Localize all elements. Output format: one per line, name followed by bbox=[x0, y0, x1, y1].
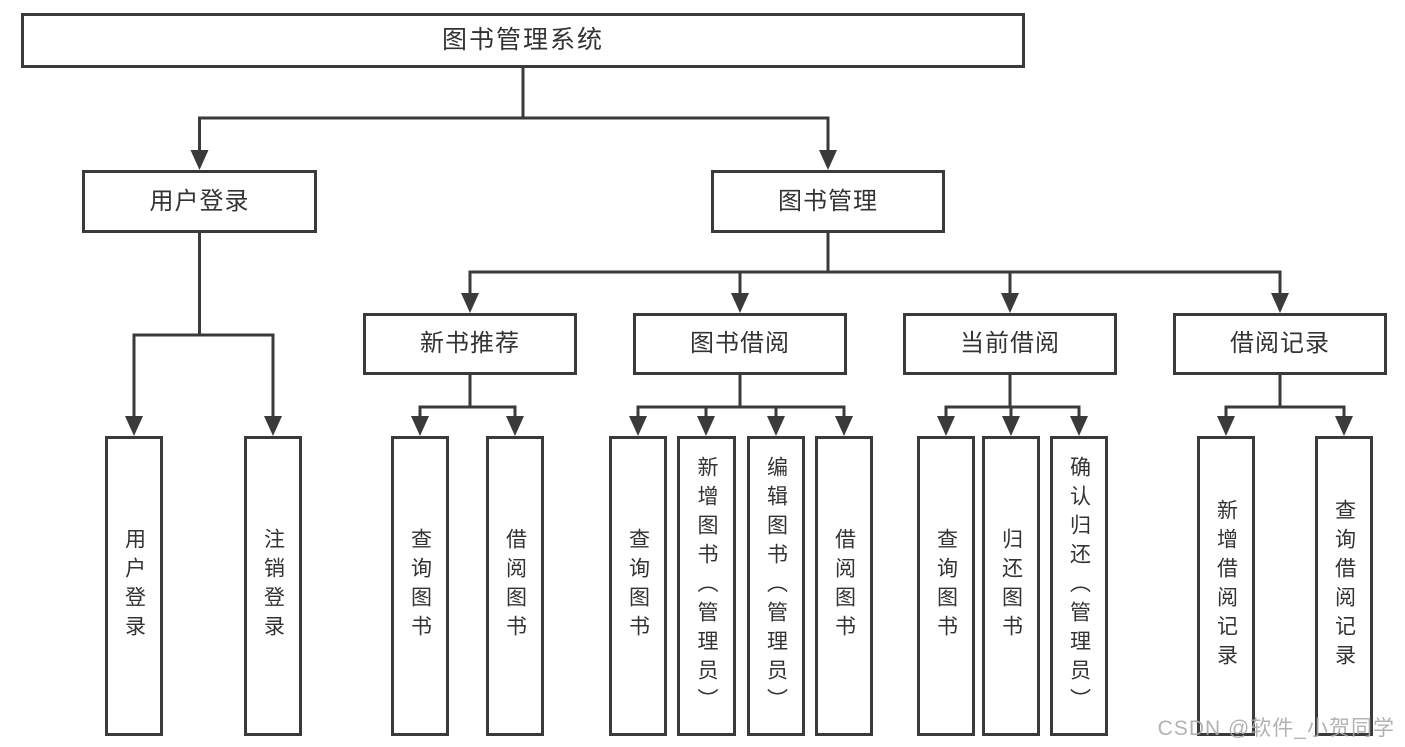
node-root: 图书管理系统 bbox=[21, 13, 1025, 68]
node-book-management: 图书管理 bbox=[711, 170, 945, 233]
leaf-edit-books-admin-label: 编辑图书（管理员） bbox=[764, 455, 788, 717]
leaf-edit-books-admin: 编辑图书（管理员） bbox=[747, 436, 805, 736]
connector-current-borrow-to-leaves bbox=[937, 375, 1088, 436]
leaf-logout: 注销登录 bbox=[244, 436, 302, 736]
leaf-return-books-label: 归还图书 bbox=[999, 528, 1023, 644]
node-current-borrow-label: 当前借阅 bbox=[960, 330, 1060, 357]
leaf-recommend-query-books: 查询图书 bbox=[391, 436, 449, 736]
leaf-query-borrow-record: 查询借阅记录 bbox=[1315, 436, 1373, 736]
leaf-add-borrow-record-label: 新增借阅记录 bbox=[1214, 499, 1238, 673]
leaf-query-borrow-record-label: 查询借阅记录 bbox=[1332, 499, 1356, 673]
node-user-login: 用户登录 bbox=[82, 170, 317, 233]
leaf-current-query-books: 查询图书 bbox=[917, 436, 975, 736]
connector-book-management-to-level3 bbox=[461, 233, 1289, 313]
leaf-recommend-query-books-label: 查询图书 bbox=[408, 528, 432, 644]
leaf-borrow-books: 借阅图书 bbox=[815, 436, 873, 736]
leaf-recommend-borrow-books-label: 借阅图书 bbox=[503, 528, 527, 644]
node-user-login-label: 用户登录 bbox=[149, 187, 250, 215]
connector-book-borrow-to-leaves bbox=[629, 375, 853, 436]
connector-borrow-records-to-leaves bbox=[1217, 375, 1353, 436]
node-book-borrow-label: 图书借阅 bbox=[690, 330, 790, 357]
leaf-user-login: 用户登录 bbox=[105, 436, 163, 736]
leaf-add-borrow-record: 新增借阅记录 bbox=[1197, 436, 1255, 736]
leaf-confirm-return-admin-label: 确认归还（管理员） bbox=[1067, 455, 1091, 717]
node-borrow-records: 借阅记录 bbox=[1173, 313, 1387, 375]
leaf-add-books-admin-label: 新增图书（管理员） bbox=[695, 455, 719, 717]
node-new-book-recommend-label: 新书推荐 bbox=[420, 330, 520, 357]
leaf-recommend-borrow-books: 借阅图书 bbox=[486, 436, 544, 736]
leaf-borrow-query-books-label: 查询图书 bbox=[626, 528, 650, 644]
connector-new-book-to-leaves bbox=[411, 375, 524, 436]
node-book-management-label: 图书管理 bbox=[778, 187, 878, 215]
leaf-add-books-admin: 新增图书（管理员） bbox=[677, 436, 736, 736]
leaf-confirm-return-admin: 确认归还（管理员） bbox=[1050, 436, 1108, 736]
leaf-borrow-query-books: 查询图书 bbox=[609, 436, 667, 736]
node-borrow-records-label: 借阅记录 bbox=[1230, 330, 1330, 357]
csdn-watermark: CSDN @软件_小贺同学 bbox=[1157, 717, 1395, 740]
leaf-borrow-books-label: 借阅图书 bbox=[832, 528, 856, 644]
node-book-borrow: 图书借阅 bbox=[633, 313, 847, 375]
leaf-logout-label: 注销登录 bbox=[261, 528, 285, 644]
node-new-book-recommend: 新书推荐 bbox=[363, 313, 577, 375]
leaf-return-books: 归还图书 bbox=[982, 436, 1040, 736]
leaf-current-query-books-label: 查询图书 bbox=[934, 528, 958, 644]
leaf-user-login-label: 用户登录 bbox=[122, 528, 146, 644]
node-current-borrow: 当前借阅 bbox=[903, 313, 1117, 375]
node-root-label: 图书管理系统 bbox=[441, 26, 604, 54]
connector-user-login-to-leaves bbox=[125, 233, 282, 436]
connector-root-to-level2 bbox=[190, 68, 837, 170]
